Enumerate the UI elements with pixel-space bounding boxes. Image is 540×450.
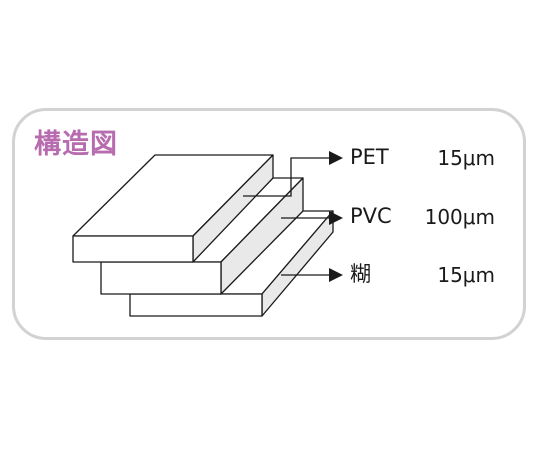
layer-pet — [72, 154, 274, 263]
layer-pet-front — [72, 235, 194, 263]
layer-thickness-pvc: 100μm — [424, 205, 495, 229]
layer-label-pet: PET — [350, 145, 389, 169]
leader-line-pet — [243, 157, 334, 197]
layer-thickness-adhesive: 15μm — [437, 263, 495, 287]
layer-label-adhesive: 糊 — [350, 262, 371, 286]
diagram-title: 構造図 — [34, 129, 118, 160]
arrowhead-pvc — [329, 211, 343, 225]
layer-adhesive-front — [129, 293, 263, 317]
layer-label-pvc: PVC — [350, 204, 392, 228]
arrowhead-pet — [329, 151, 343, 165]
arrowhead-adhesive — [329, 268, 343, 282]
layer-pvc-front — [100, 261, 222, 295]
layer-thickness-pet: 15μm — [437, 146, 495, 170]
